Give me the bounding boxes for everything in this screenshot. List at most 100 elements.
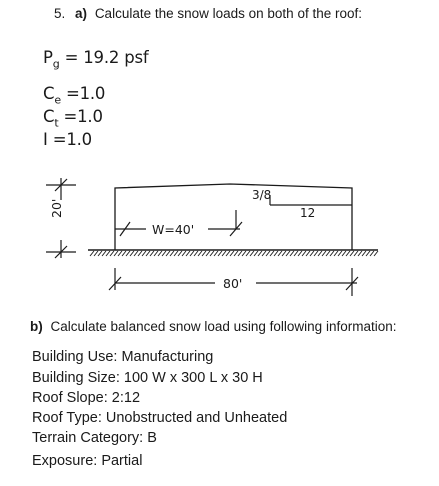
- hatch-stroke: [225, 250, 231, 257]
- hatch-stroke: [369, 250, 375, 257]
- hatch-stroke: [125, 250, 131, 257]
- param-ct: Ct =1.0: [43, 107, 103, 130]
- hatch-stroke: [353, 250, 359, 257]
- hatch-stroke: [245, 250, 251, 257]
- hatch-stroke: [333, 250, 339, 257]
- height-dim-slash-bottom: [54, 245, 68, 259]
- hatch-stroke: [281, 250, 287, 257]
- slope-rise-label: 3/8: [252, 188, 272, 202]
- hatch-stroke: [129, 250, 135, 257]
- hatch-stroke: [249, 250, 255, 257]
- hatch-stroke: [321, 250, 327, 257]
- width-dim-slash-right: [229, 221, 243, 237]
- hatch-stroke: [301, 250, 307, 257]
- hatch-stroke: [133, 250, 139, 257]
- hatch-stroke: [261, 250, 267, 257]
- hatch-stroke: [305, 250, 311, 257]
- hatch-stroke: [285, 250, 291, 257]
- hatch-stroke: [205, 250, 211, 257]
- hatch-stroke: [165, 250, 171, 257]
- hatch-stroke: [329, 250, 335, 257]
- hatch-stroke: [105, 250, 111, 257]
- part-b-text: Calculate balanced snow load using follo…: [50, 319, 397, 334]
- hatch-stroke: [89, 250, 95, 257]
- hatch-stroke: [209, 250, 215, 257]
- hatch-stroke: [337, 250, 343, 257]
- hatch-stroke: [97, 250, 103, 257]
- hatch-stroke: [253, 250, 259, 257]
- hatch-stroke: [137, 250, 143, 257]
- info-building-size: Building Size: 100 W x 300 L x 30 H: [32, 370, 263, 386]
- info-roof-type: Roof Type: Unobstructed and Unheated: [32, 410, 288, 426]
- part-b-label: b): [30, 319, 43, 334]
- hatch-stroke: [293, 250, 299, 257]
- hatch-stroke: [213, 250, 219, 257]
- hatch-stroke: [273, 250, 279, 257]
- height-label: 20': [49, 198, 64, 218]
- param-i: I =1.0: [43, 130, 92, 149]
- info-terrain-category: Terrain Category: B: [32, 430, 157, 446]
- param-ce: Ce =1.0: [43, 84, 106, 107]
- hatch-stroke: [269, 250, 275, 257]
- part-a-label: a): [75, 6, 88, 21]
- hatch-stroke: [277, 250, 283, 257]
- hatch-stroke: [141, 250, 147, 257]
- hatch-stroke: [101, 250, 107, 257]
- hatch-stroke: [241, 250, 247, 257]
- hatch-stroke: [345, 250, 351, 257]
- building-outline: [114, 183, 353, 250]
- hatch-stroke: [357, 250, 363, 257]
- height-dim-slash-top: [54, 178, 68, 192]
- hatch-stroke: [177, 250, 183, 257]
- part-a-text: Calculate the snow loads on both of the …: [94, 6, 362, 21]
- hatch-stroke: [169, 250, 175, 257]
- hatch-stroke: [197, 250, 203, 257]
- question-number: 5.: [54, 6, 66, 21]
- hatch-stroke: [365, 250, 371, 257]
- ground-hatch: [89, 250, 379, 257]
- hatch-stroke: [121, 250, 127, 257]
- hatch-stroke: [117, 250, 123, 257]
- info-exposure: Exposure: Partial: [32, 453, 143, 469]
- hatch-stroke: [373, 250, 379, 257]
- hatch-stroke: [193, 250, 199, 257]
- hatch-stroke: [161, 250, 167, 257]
- length-label: 80': [223, 276, 243, 291]
- info-roof-slope: Roof Slope: 2:12: [32, 390, 141, 406]
- hatch-stroke: [149, 250, 155, 257]
- hatch-stroke: [341, 250, 347, 257]
- hatch-stroke: [349, 250, 355, 257]
- hatch-stroke: [113, 250, 119, 257]
- part-b-heading: b) Calculate balanced snow load using fo…: [30, 319, 396, 334]
- hatch-stroke: [185, 250, 191, 257]
- hatch-stroke: [109, 250, 115, 257]
- hatch-stroke: [221, 250, 227, 257]
- info-building-use: Building Use: Manufacturing: [32, 349, 214, 365]
- length-dim-slash-right: [345, 276, 359, 291]
- question-header: 5. a) Calculate the snow loads on both o…: [54, 6, 362, 21]
- hatch-stroke: [201, 250, 207, 257]
- hatch-stroke: [157, 250, 163, 257]
- hatch-stroke: [181, 250, 187, 257]
- hatch-stroke: [325, 250, 331, 257]
- hatch-stroke: [145, 250, 151, 257]
- hatch-stroke: [265, 250, 271, 257]
- hatch-stroke: [93, 250, 99, 257]
- hatch-stroke: [173, 250, 179, 257]
- width-dim-slash-left: [119, 221, 131, 237]
- hatch-stroke: [289, 250, 295, 257]
- hatch-stroke: [317, 250, 323, 257]
- param-pg: Pg = 19.2 psf: [43, 48, 149, 71]
- hatch-stroke: [313, 250, 319, 257]
- hatch-stroke: [229, 250, 235, 257]
- hatch-stroke: [233, 250, 239, 257]
- hatch-stroke: [297, 250, 303, 257]
- hatch-stroke: [257, 250, 263, 257]
- hatch-stroke: [189, 250, 195, 257]
- hatch-stroke: [309, 250, 315, 257]
- hatch-stroke: [361, 250, 367, 257]
- length-dim-slash-left: [108, 276, 122, 291]
- hatch-stroke: [237, 250, 243, 257]
